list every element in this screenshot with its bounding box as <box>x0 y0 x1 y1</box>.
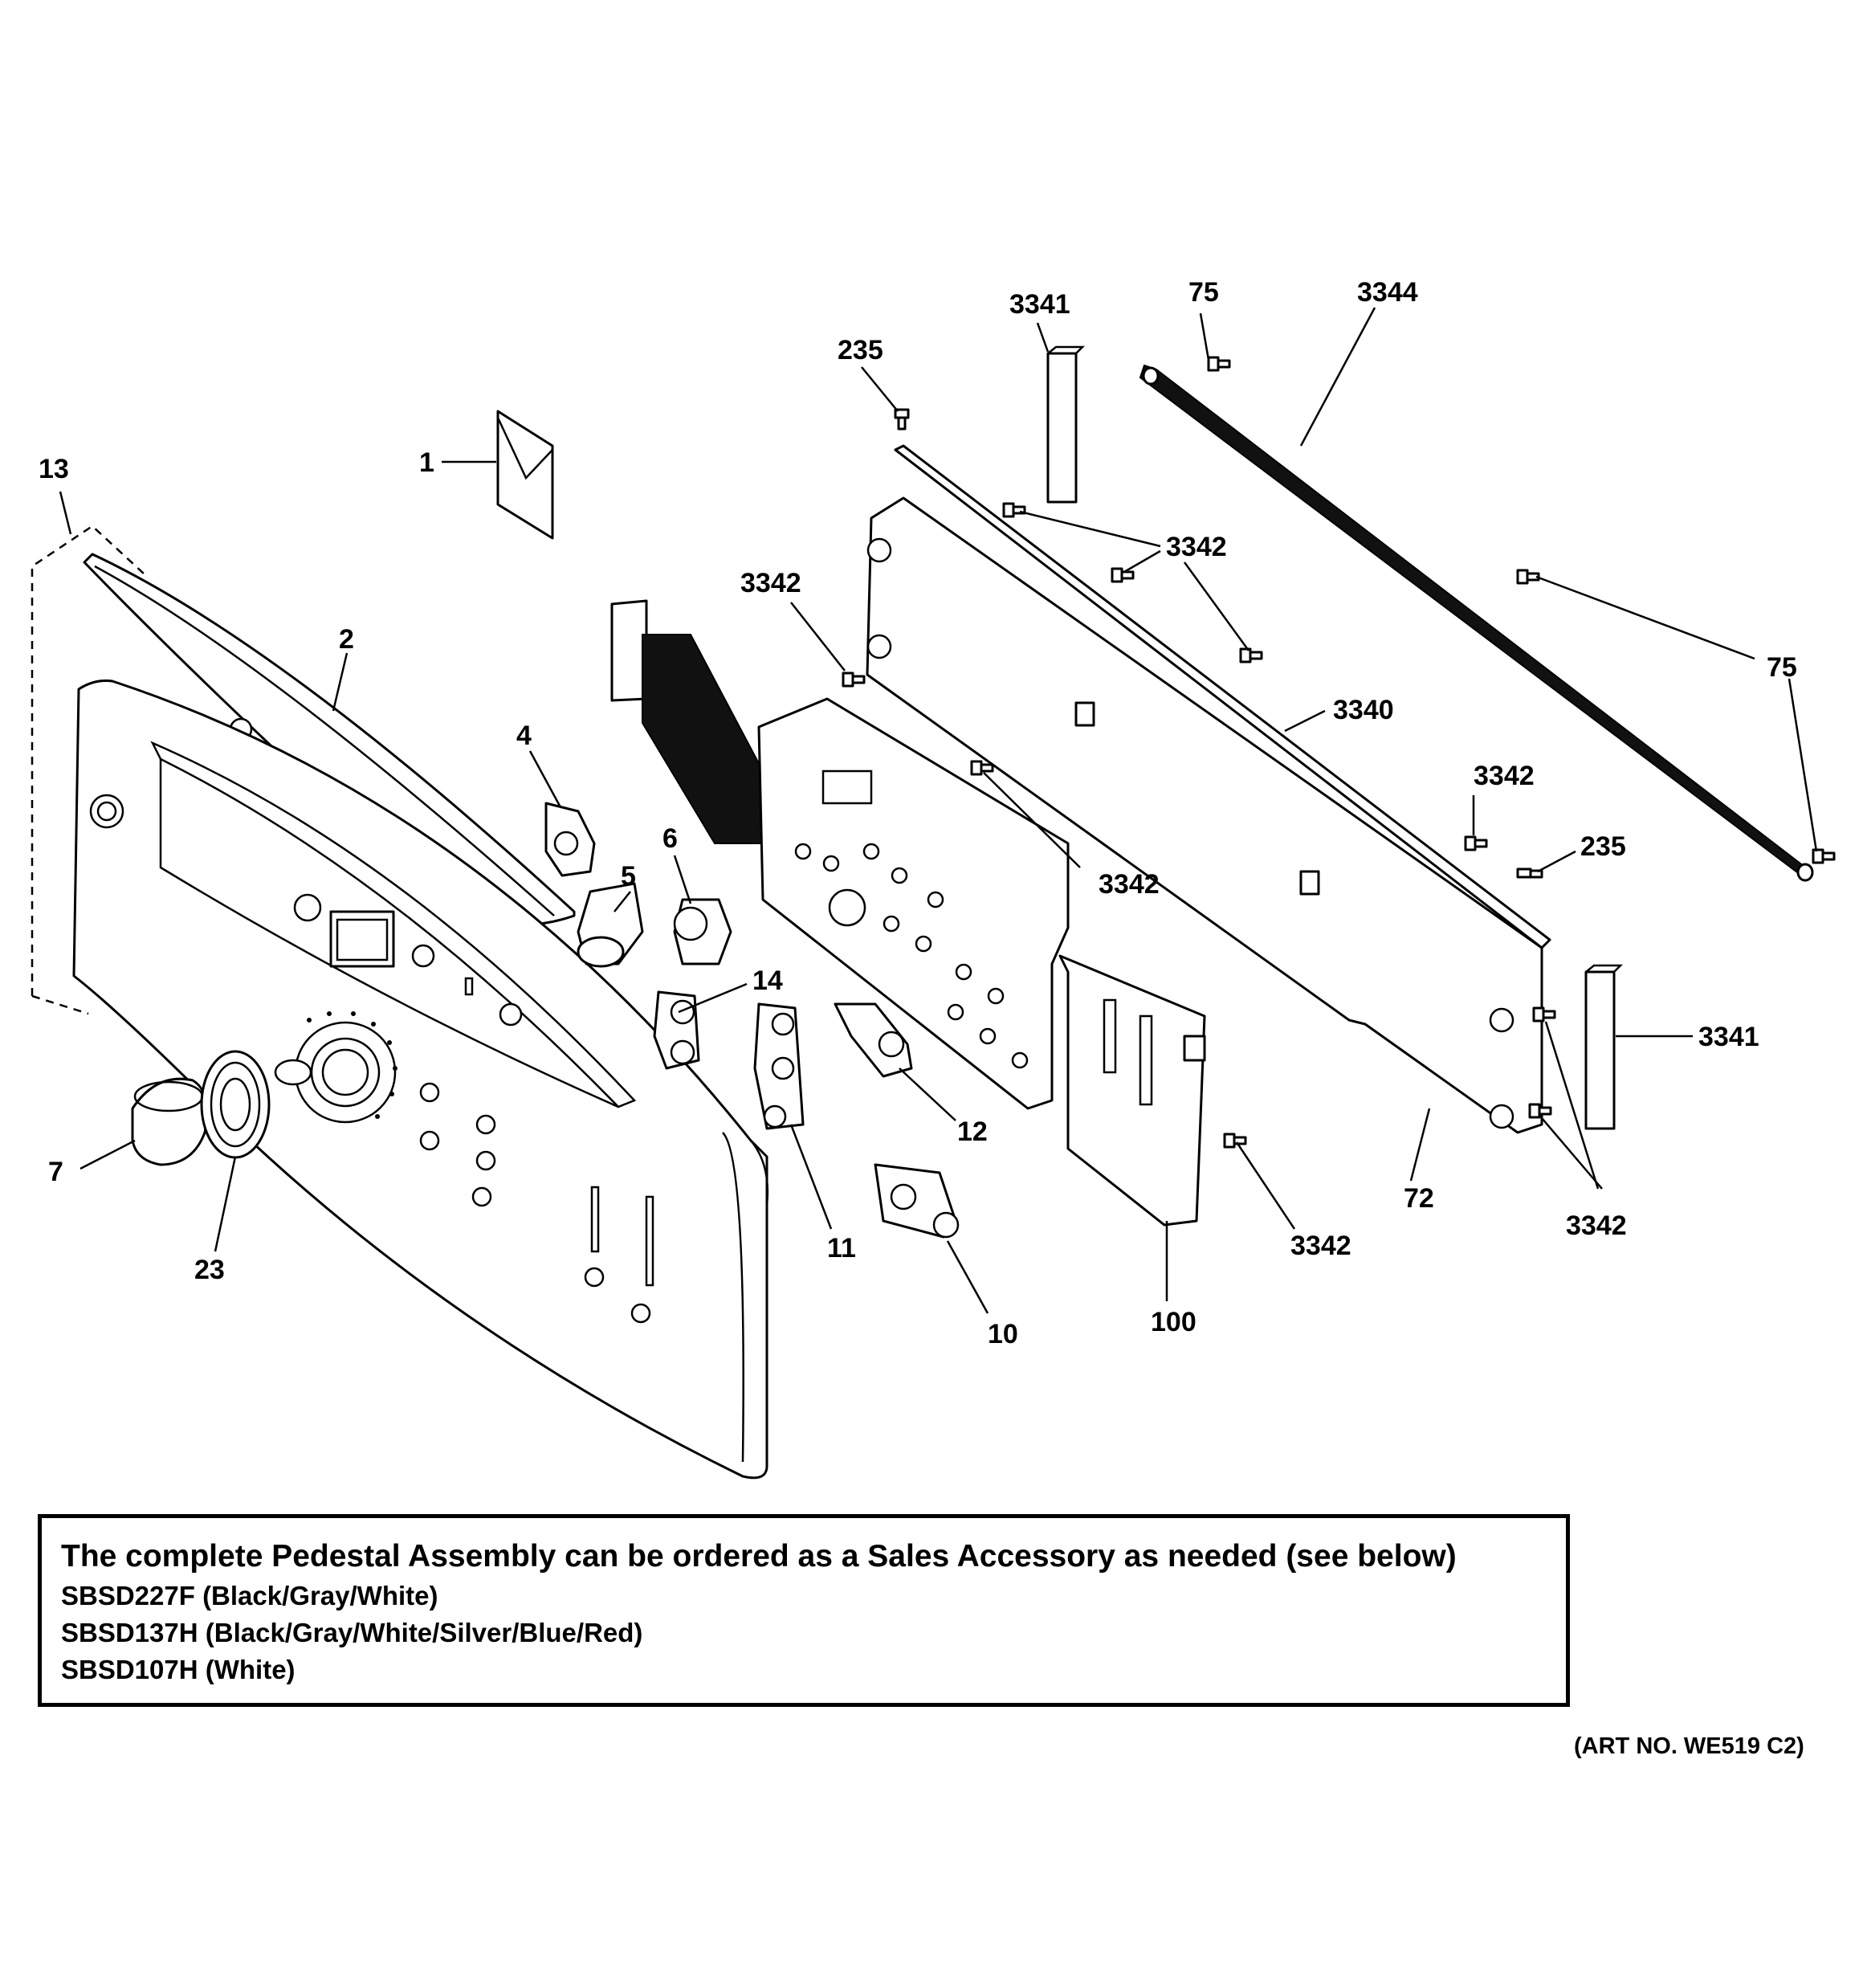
label-6: 6 <box>662 823 678 854</box>
note-line-sbsd227f: SBSD227F (Black/Gray/White) <box>61 1581 438 1610</box>
screw-3342-h <box>1528 1103 1552 1119</box>
part-7-knob <box>131 1077 209 1166</box>
label-1: 1 <box>419 447 434 478</box>
screw-3342-g <box>1532 1006 1556 1023</box>
art-number: (ART NO. WE519 C2) <box>1574 1733 1804 1759</box>
screw-235-right <box>1516 867 1543 879</box>
label-4: 4 <box>516 720 532 751</box>
screw-3342-e <box>970 760 994 776</box>
note-line-sbsd137h: SBSD137H (Black/Gray/White/Silver/Blue/R… <box>61 1618 643 1647</box>
label-13: 13 <box>39 454 69 484</box>
label-3342-right: 3342 <box>1474 761 1535 791</box>
ribbon-cable <box>610 599 764 844</box>
screw-75-bottom <box>1812 848 1836 864</box>
assembly-13-bracket-bottom <box>31 994 89 1015</box>
screw-3342-i <box>1223 1133 1247 1149</box>
label-3342-left: 3342 <box>740 568 801 598</box>
label-3344: 3344 <box>1357 277 1418 308</box>
label-3341-bottom: 3341 <box>1698 1022 1759 1052</box>
label-3342-bottom: 3342 <box>1290 1231 1351 1261</box>
label-2: 2 <box>339 624 354 655</box>
label-23: 23 <box>194 1255 225 1285</box>
screw-3342-c <box>1239 647 1263 663</box>
label-72: 72 <box>1404 1183 1434 1214</box>
part-4-switch <box>544 802 596 877</box>
label-14: 14 <box>752 965 783 996</box>
part-3341-foam-block-bottom <box>1584 964 1624 1130</box>
front-control-panel <box>72 680 769 1480</box>
screw-3342-d <box>842 672 866 688</box>
label-10: 10 <box>988 1319 1018 1349</box>
label-75-right: 75 <box>1767 652 1797 683</box>
label-12: 12 <box>957 1116 988 1147</box>
part-14-button-switch <box>653 990 700 1070</box>
part-100-control-board <box>757 697 1206 1227</box>
part-6-knob-switch <box>673 898 732 965</box>
label-3342-board: 3342 <box>1099 869 1160 900</box>
label-5: 5 <box>621 861 636 892</box>
part-72-mounting-bracket <box>866 496 1543 1134</box>
label-3342-upper: 3342 <box>1166 532 1227 562</box>
label-75-top: 75 <box>1188 277 1219 308</box>
screw-235-top <box>894 408 910 431</box>
label-3340: 3340 <box>1333 695 1394 725</box>
note-heading: The complete Pedestal Assembly can be or… <box>61 1539 1457 1574</box>
screw-3342-f <box>1464 835 1488 851</box>
pedestal-note-box: The complete Pedestal Assembly can be or… <box>38 1514 1570 1707</box>
screw-75-right <box>1516 569 1540 585</box>
part-1-label-sheet <box>496 410 554 540</box>
assembly-13-bracket <box>31 525 145 996</box>
label-100: 100 <box>1151 1307 1196 1337</box>
part-10-double-switch <box>874 1163 960 1239</box>
note-line-sbsd107h: SBSD107H (White) <box>61 1655 296 1684</box>
part-3344-trim-strip <box>1139 364 1814 882</box>
label-11: 11 <box>827 1233 856 1263</box>
screw-3342-b <box>1111 567 1135 583</box>
label-3341-top: 3341 <box>1009 289 1070 320</box>
part-11-triple-switch <box>753 1002 805 1130</box>
part-12-switch <box>834 1002 913 1078</box>
part-23-dial-ring <box>200 1050 271 1159</box>
screw-75-top <box>1207 356 1231 372</box>
part-labels: 13 1 2 4 5 6 14 7 23 11 12 10 100 3342 3… <box>39 277 1797 1349</box>
screw-3342-a <box>1002 502 1026 518</box>
label-3342-far-right: 3342 <box>1566 1210 1627 1241</box>
part-5-switch-bracket <box>577 882 644 968</box>
label-235-top: 235 <box>838 335 883 365</box>
label-7: 7 <box>48 1157 63 1187</box>
label-235-right: 235 <box>1580 831 1626 862</box>
part-3340-rail <box>894 444 1551 949</box>
leader-lines <box>59 307 1818 1314</box>
part-3341-foam-block-top <box>1046 345 1086 504</box>
